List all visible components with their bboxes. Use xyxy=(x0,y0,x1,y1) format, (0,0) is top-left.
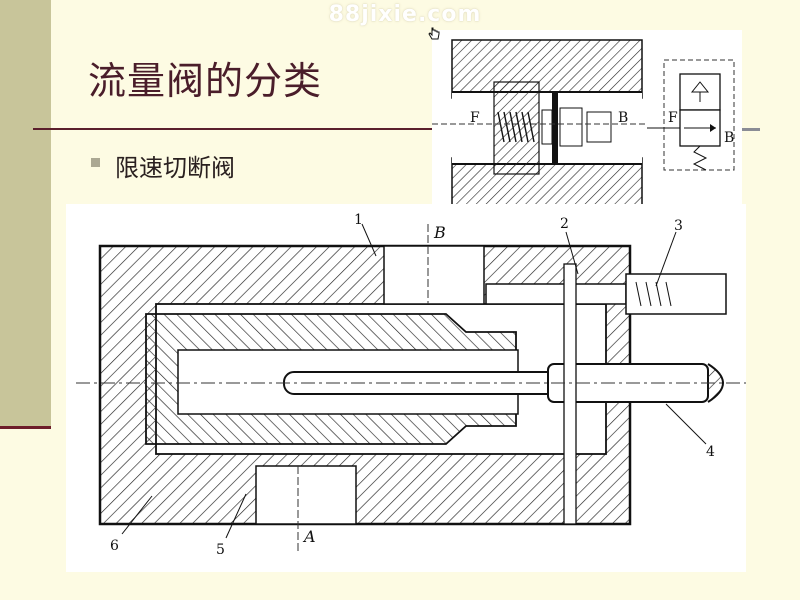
title-divider xyxy=(33,128,433,130)
slide-title: 流量阀的分类 xyxy=(88,59,323,103)
shutoff-valve-figure: B A 1 2 3 4 5 6 xyxy=(66,204,746,572)
side-panel xyxy=(0,0,51,429)
valve-section-figure: F B F B xyxy=(432,30,742,210)
callout-4: 4 xyxy=(706,444,715,460)
hand-cursor-icon xyxy=(427,26,441,40)
title-divider-end xyxy=(742,128,760,131)
valve-section-drawing: F B F B xyxy=(432,39,735,207)
label-b-section: B xyxy=(618,110,628,126)
callout-2: 2 xyxy=(560,216,569,232)
side-panel-accent-line xyxy=(0,426,51,429)
shutoff-valve-drawing: B A 1 2 3 4 5 6 xyxy=(76,212,746,558)
callout-1: 1 xyxy=(354,212,363,228)
port-a-label: A xyxy=(302,527,316,546)
bullet-square-icon xyxy=(91,158,100,167)
port-b-label: B xyxy=(433,223,446,242)
label-b-symbol: B xyxy=(724,130,734,146)
callout-5: 5 xyxy=(216,542,225,558)
watermark: 88jixie.com xyxy=(328,2,482,27)
label-f-symbol: F xyxy=(668,110,678,126)
label-f-section: F xyxy=(470,110,480,126)
bullet-item: 限速切断阀 xyxy=(115,154,235,182)
callout-6: 6 xyxy=(110,538,119,554)
callout-3: 3 xyxy=(674,218,683,234)
